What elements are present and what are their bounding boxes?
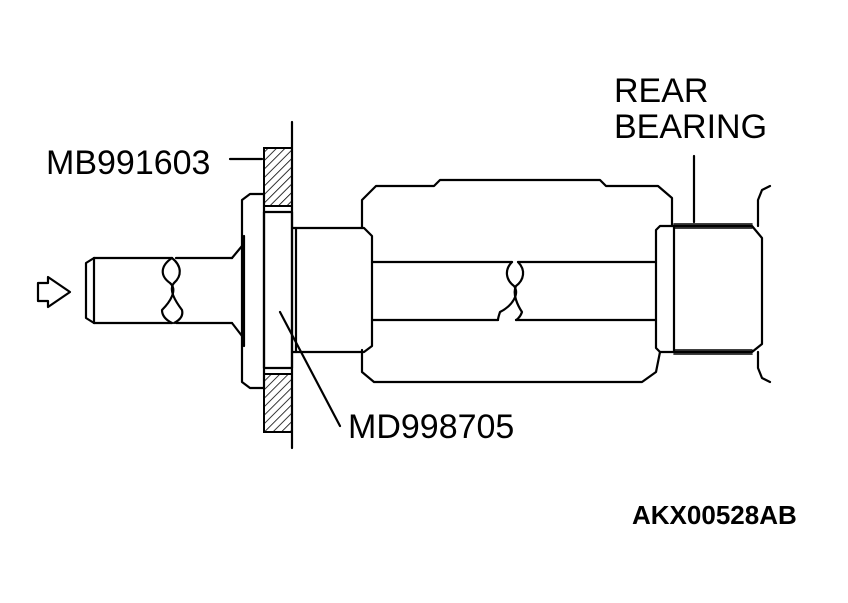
installer-stem [84,244,244,338]
label-bearing: BEARING [614,108,768,146]
label-mb991603: MB991603 [46,144,211,182]
figure-code: AKX00528AB [632,500,797,530]
leader-md998705 [278,310,342,428]
camshaft-journal [290,226,374,354]
camshaft-body [370,260,658,322]
hollow-arrow-right-icon [36,275,72,309]
label-rear: REAR [614,72,709,110]
installer-flange [240,192,266,390]
installer-collar [262,210,294,370]
rear-bearing [673,223,753,355]
rear-journal [654,224,764,354]
tool-plate-mb991603 [263,147,293,433]
label-md998705: MD998705 [348,408,515,446]
cylinder-head-outline [360,178,772,384]
